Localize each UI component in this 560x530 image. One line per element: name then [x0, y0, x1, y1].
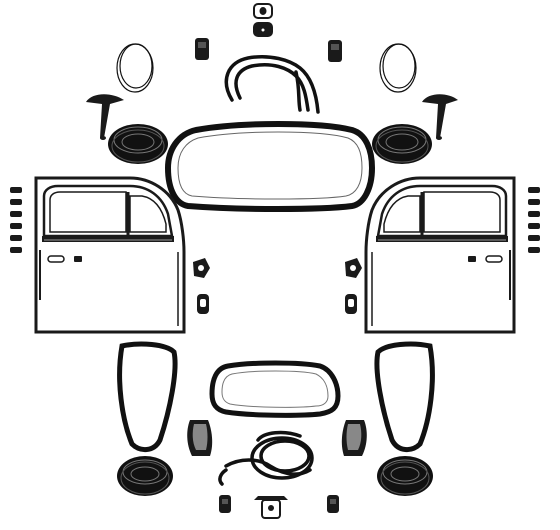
wire-ring-right [379, 43, 417, 93]
t-handle-left [86, 94, 124, 140]
grommet-left-upper [193, 258, 210, 278]
clips-left [10, 187, 22, 253]
top-center-seal-pieces [253, 3, 273, 37]
t-handle-right [422, 94, 458, 140]
coiled-seal-lower-left [117, 456, 173, 496]
license-light-seal [254, 496, 288, 519]
decklid-seal-coil [218, 430, 314, 486]
grommet-right-upper [345, 258, 362, 278]
top-bumper-left [195, 38, 209, 60]
wire-ring-left [116, 43, 154, 93]
door-right [364, 176, 516, 334]
top-bumper-right [328, 40, 342, 62]
quarter-window-seal-left [117, 341, 178, 452]
grommet-right-lower [345, 294, 357, 314]
taillight-gasket-right [341, 420, 367, 456]
bottom-bumper-right [327, 495, 339, 513]
grommet-left-lower [197, 294, 209, 314]
hood-seal-strip [224, 55, 320, 114]
coiled-seal-upper-left [108, 124, 168, 164]
coiled-seal-lower-right [377, 456, 433, 496]
quarter-window-seal-right [374, 341, 435, 452]
door-left [34, 176, 186, 334]
taillight-gasket-left [187, 420, 213, 456]
windshield-seal [164, 121, 376, 212]
coiled-seal-upper-right [372, 124, 432, 164]
clips-right [528, 187, 540, 253]
bottom-bumper-left [219, 495, 231, 513]
rear-window-seal [209, 360, 341, 418]
